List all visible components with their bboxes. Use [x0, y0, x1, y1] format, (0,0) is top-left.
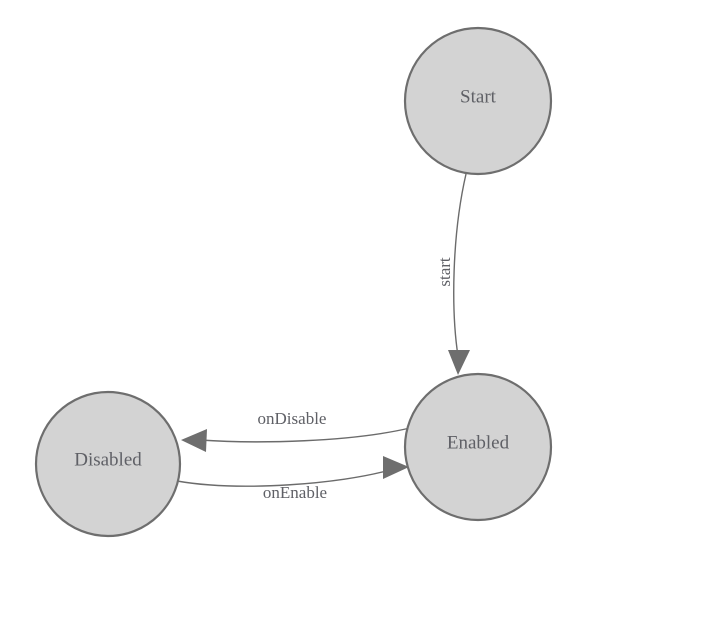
edge-start-to-enabled-path — [453, 173, 467, 357]
node-start-label: Start — [460, 86, 497, 107]
edge-start-to-enabled-arrowhead-icon — [448, 350, 470, 375]
edge-label-ondisable: onDisable — [258, 409, 327, 428]
node-start[interactable]: Start — [403, 26, 553, 176]
node-disabled-circle — [34, 390, 182, 538]
edge-label-start: start — [435, 257, 454, 287]
node-enabled[interactable]: Enabled — [403, 372, 553, 522]
node-start-circle — [403, 26, 553, 176]
edge-disabled-to-enabled-arrowhead-icon — [383, 456, 409, 479]
node-enabled-label: Enabled — [447, 432, 510, 453]
edge-enabled-to-disabled[interactable]: onDisable — [181, 409, 411, 452]
edge-start-to-enabled[interactable]: start — [435, 173, 470, 375]
edge-label-onenable: onEnable — [263, 483, 327, 502]
edge-disabled-to-enabled-path — [176, 469, 391, 487]
node-disabled-label: Disabled — [74, 449, 142, 470]
node-enabled-circle — [403, 372, 553, 522]
edge-enabled-to-disabled-path — [199, 427, 411, 443]
node-disabled[interactable]: Disabled — [34, 390, 182, 538]
edge-enabled-to-disabled-arrowhead-icon — [181, 429, 207, 452]
edge-disabled-to-enabled[interactable]: onEnable — [176, 456, 409, 502]
